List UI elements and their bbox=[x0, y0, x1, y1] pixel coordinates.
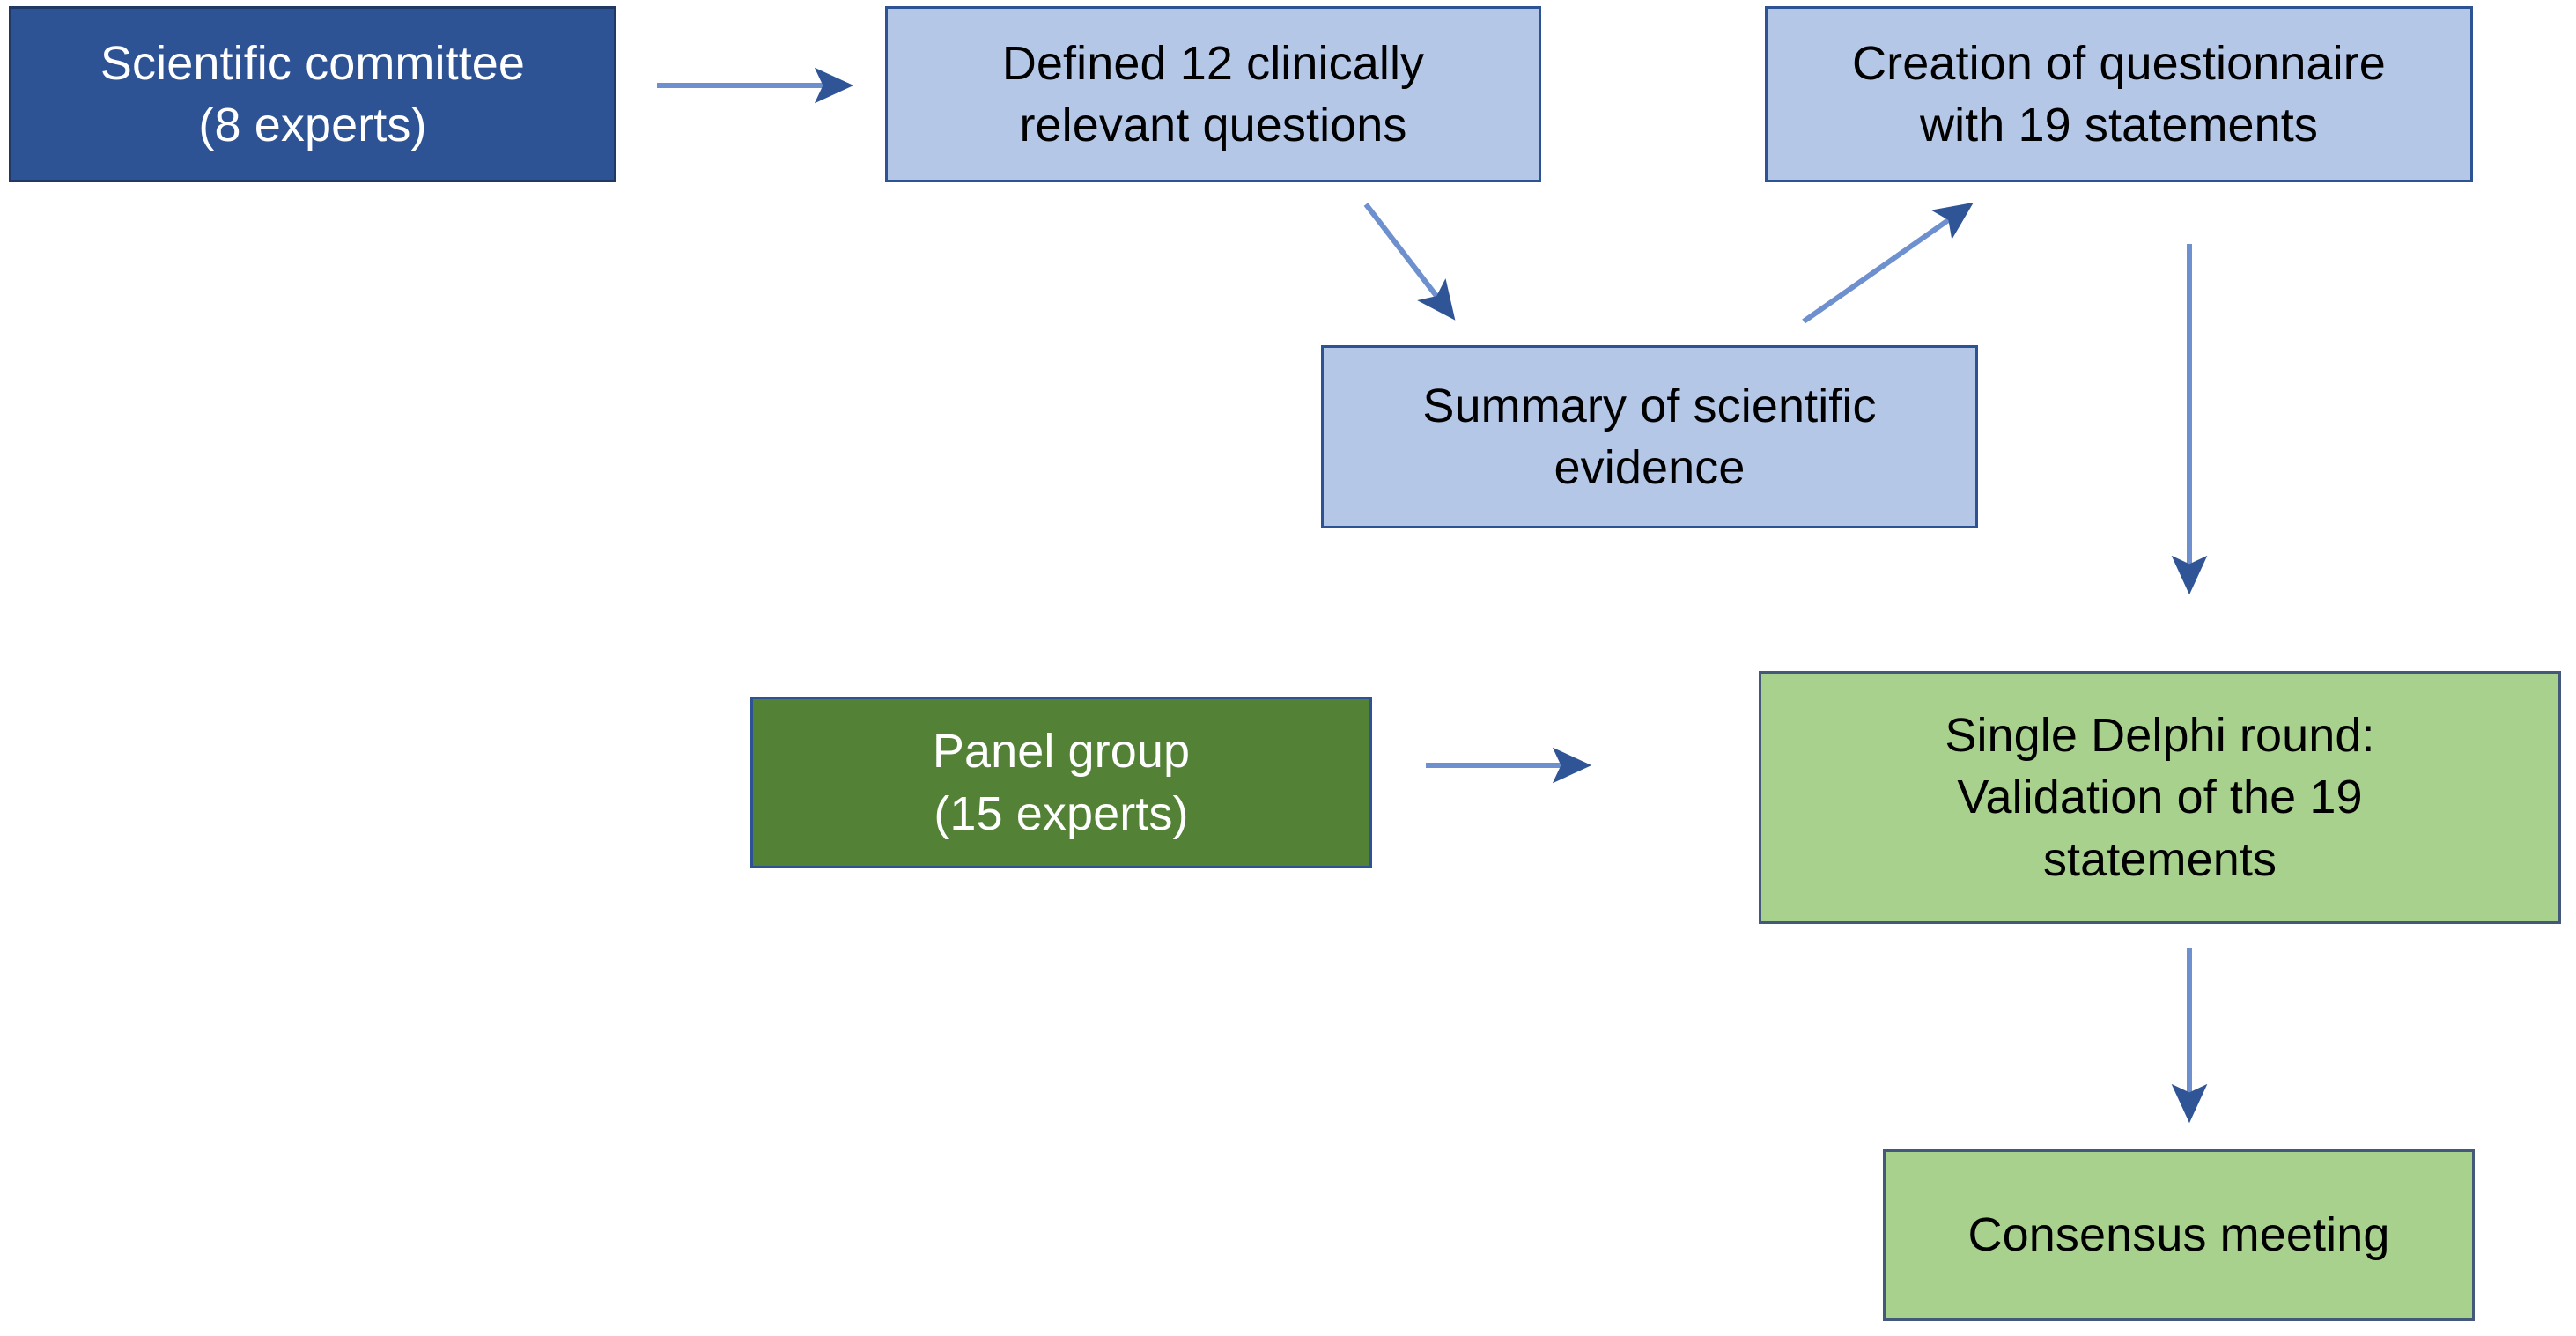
node-consensus-meeting[interactable]: Consensus meeting bbox=[1883, 1149, 2475, 1321]
node-defined-questions-label: Defined 12 clinically relevant questions bbox=[1001, 36, 1425, 151]
node-creation-questionnaire[interactable]: Creation of questionnaire with 19 statem… bbox=[1765, 6, 2473, 182]
node-summary-evidence[interactable]: Summary of scientific evidence bbox=[1321, 345, 1978, 528]
node-defined-questions[interactable]: Defined 12 clinically relevant questions bbox=[885, 6, 1541, 182]
node-scientific-committee[interactable]: Scientific committee (8 experts) bbox=[9, 6, 616, 182]
node-panel-group-label: Panel group (15 experts) bbox=[932, 725, 1191, 840]
edge-summary-to-questionnaire bbox=[1802, 202, 1974, 324]
node-scientific-committee-label: Scientific committee (8 experts) bbox=[100, 36, 526, 151]
node-single-delphi-round[interactable]: Single Delphi round: Validation of the 1… bbox=[1759, 671, 2561, 924]
edge-questions-to-summary bbox=[1363, 203, 1456, 321]
node-consensus-meeting-label: Consensus meeting bbox=[1967, 1208, 2390, 1262]
node-creation-questionnaire-label: Creation of questionnaire with 19 statem… bbox=[1852, 36, 2386, 151]
node-panel-group[interactable]: Panel group (15 experts) bbox=[750, 697, 1372, 868]
node-single-delphi-round-label: Single Delphi round: Validation of the 1… bbox=[1945, 709, 2375, 886]
node-summary-evidence-label: Summary of scientific evidence bbox=[1422, 379, 1877, 494]
